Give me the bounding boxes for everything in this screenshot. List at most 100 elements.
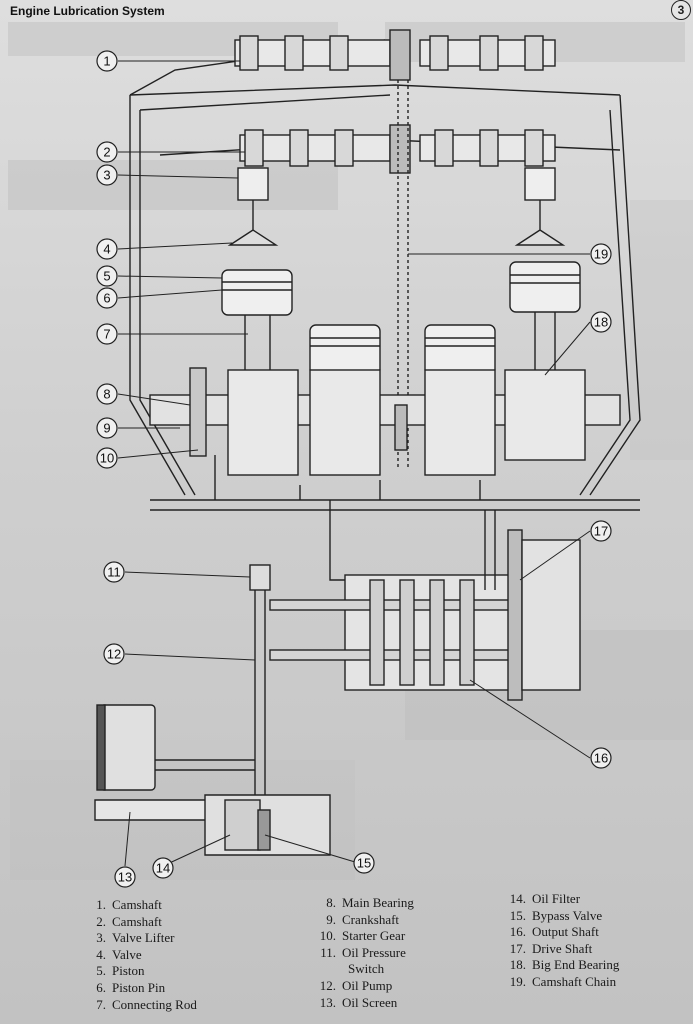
piston-mid-right bbox=[424, 324, 496, 376]
callout-16 bbox=[590, 747, 612, 769]
piston-mid-left bbox=[309, 324, 381, 376]
legend-label: Piston Pin bbox=[112, 979, 166, 995]
legend-label: Oil Filter bbox=[532, 891, 581, 906]
oil-pump bbox=[99, 704, 156, 791]
clutch bbox=[521, 539, 581, 691]
legend-label: Drive Shaft bbox=[532, 940, 593, 956]
legend-number: 10. bbox=[319, 928, 336, 944]
callout-label: 9 bbox=[103, 421, 110, 436]
starter-gear bbox=[189, 367, 207, 457]
callout-label: 14 bbox=[156, 861, 170, 876]
valve-left bbox=[227, 200, 279, 246]
callout-17 bbox=[590, 520, 612, 542]
callout-label: 12 bbox=[107, 647, 121, 662]
leader-lines bbox=[117, 60, 591, 867]
camshaft-upper bbox=[234, 29, 556, 81]
callout-13 bbox=[114, 866, 136, 888]
callouts bbox=[96, 50, 612, 888]
valve-lifter-right bbox=[524, 167, 556, 201]
callout-14 bbox=[152, 857, 174, 879]
piston-left bbox=[221, 269, 293, 370]
legend-number: 8. bbox=[326, 895, 336, 910]
legend-number: 18. bbox=[509, 957, 526, 973]
legend-label: Oil Pump bbox=[342, 977, 393, 993]
legend-number: 12. bbox=[319, 977, 336, 993]
bypass-valve bbox=[257, 809, 271, 851]
bleed-photo bbox=[630, 200, 693, 460]
legend-item: 6. Piston Pin bbox=[80, 980, 197, 997]
callout-label: 5 bbox=[103, 269, 110, 284]
legend-number: 2. bbox=[96, 913, 106, 929]
legend-label: Crankshaft bbox=[342, 911, 400, 927]
legend-number: 3. bbox=[96, 930, 106, 946]
callout-label: 2 bbox=[103, 145, 110, 160]
callout-12 bbox=[103, 643, 125, 665]
legend-item: 18.Big End Bearing bbox=[500, 957, 620, 974]
callout-11 bbox=[103, 561, 125, 583]
callout-15 bbox=[353, 852, 375, 874]
legend-item: 1.Camshaft bbox=[80, 897, 197, 914]
callout-label: 7 bbox=[103, 327, 110, 342]
page-number: 3 bbox=[671, 0, 691, 20]
legend-number: 11. bbox=[320, 944, 336, 960]
callout-label: 1 bbox=[103, 54, 110, 69]
legend-label: Starter Gear bbox=[342, 928, 406, 944]
legend-column-1: 1.Camshaft 2.Camshaft 3.Valve Lifter 4.V… bbox=[80, 897, 197, 1013]
legend-item: 2.Camshaft bbox=[80, 914, 197, 931]
legend-number: 6. bbox=[96, 979, 106, 995]
legend-label: Camshaft bbox=[112, 897, 162, 912]
legend-item: 10. Starter Gear bbox=[310, 928, 414, 945]
callout-8 bbox=[96, 383, 118, 405]
legend-label: Oil Pressure bbox=[342, 944, 406, 960]
legend-item-continued: Switch bbox=[310, 961, 414, 978]
legend-label: Camshaft Chain bbox=[532, 973, 617, 989]
legend-number: 17. bbox=[509, 940, 526, 956]
transmission bbox=[269, 529, 581, 701]
legend-number: 9. bbox=[326, 911, 336, 927]
legend-item: 19. Camshaft Chain bbox=[500, 974, 619, 991]
camshaft-lower bbox=[239, 124, 556, 174]
legend-item: 11. Oil Pressure bbox=[310, 945, 414, 962]
legend-label: Connecting Rod bbox=[112, 996, 197, 1012]
page-title: Engine Lubrication System bbox=[10, 4, 165, 18]
oil-pump-system bbox=[94, 564, 331, 856]
legend-label: Valve Lifter bbox=[112, 930, 175, 946]
legend-item: 8.Main Bearing bbox=[310, 895, 414, 912]
bleed-table bbox=[8, 160, 338, 210]
callout-3 bbox=[96, 164, 118, 186]
callout-1 bbox=[96, 50, 118, 72]
legend-label: Bypass Valve bbox=[532, 907, 603, 923]
legend-number: 16. bbox=[509, 924, 526, 940]
legend-column-3: 14. Oil Filter 15. Bypass Valve 16. Output … bbox=[500, 891, 620, 991]
crankshaft bbox=[149, 367, 621, 476]
callout-label: 19 bbox=[594, 247, 608, 262]
oil-filter bbox=[224, 799, 261, 851]
legend-label: Output Shaft bbox=[532, 924, 599, 940]
legend-item: 15. Bypass Valve bbox=[500, 908, 619, 925]
callout-4 bbox=[96, 238, 118, 260]
callout-5 bbox=[96, 265, 118, 287]
legend-item: 7.Connecting Rod bbox=[80, 997, 197, 1014]
oil-pressure-switch bbox=[249, 564, 271, 591]
legend-number: 14. bbox=[509, 891, 526, 906]
legend-column-2: 8.Main Bearing 9. Crankshaft 10. Starter G… bbox=[310, 895, 414, 1011]
legend-label: Valve bbox=[112, 946, 142, 962]
legend-item: 5.Piston bbox=[80, 963, 197, 980]
legend-item: 13.Oil Screen bbox=[310, 995, 414, 1012]
piston-right bbox=[509, 261, 581, 370]
legend-number: 15. bbox=[509, 907, 526, 923]
callout-label: 11 bbox=[107, 565, 121, 580]
valve-right bbox=[514, 200, 566, 246]
callout-19 bbox=[590, 243, 612, 265]
callout-6 bbox=[96, 287, 118, 309]
callout-label: 13 bbox=[118, 870, 132, 885]
callout-label: 8 bbox=[103, 387, 110, 402]
callout-label: 3 bbox=[103, 168, 110, 183]
callout-label: 17 bbox=[594, 524, 608, 539]
callout-label: 4 bbox=[103, 242, 110, 257]
legend-number: 19. bbox=[509, 973, 526, 989]
legend-item: 14. Oil Filter bbox=[500, 891, 619, 908]
legend-label: Piston bbox=[112, 963, 145, 979]
